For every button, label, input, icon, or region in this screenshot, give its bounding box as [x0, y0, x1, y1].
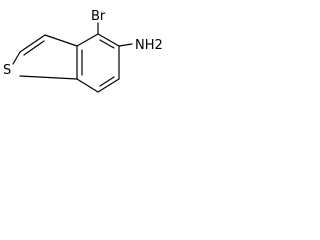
bond-s1-c7a: [19, 75, 78, 80]
amine-label: NH2: [135, 38, 163, 53]
bond-c2-s1: [12, 51, 21, 65]
bond-c3a-c4: [76, 33, 99, 47]
bond-c3-c2: [19, 34, 46, 53]
bromine-label: Br: [91, 9, 106, 24]
molecule-structure: Br S NH2: [3, 9, 163, 93]
double-bond-c6-c7: [99, 76, 115, 87]
double-bond-c2-c3: [23, 40, 45, 56]
bond-c4-c5: [97, 33, 120, 47]
bond-c5-n: [118, 43, 133, 47]
thiophene-ring: [12, 34, 78, 80]
benzene-ring: [76, 33, 120, 93]
bond-c7-c7a: [76, 78, 99, 93]
double-bond-c4-c5: [99, 39, 115, 49]
sulfur-label: S: [3, 63, 11, 78]
bond-c3a-c3: [44, 34, 78, 47]
bond-c6-c7: [97, 78, 120, 93]
